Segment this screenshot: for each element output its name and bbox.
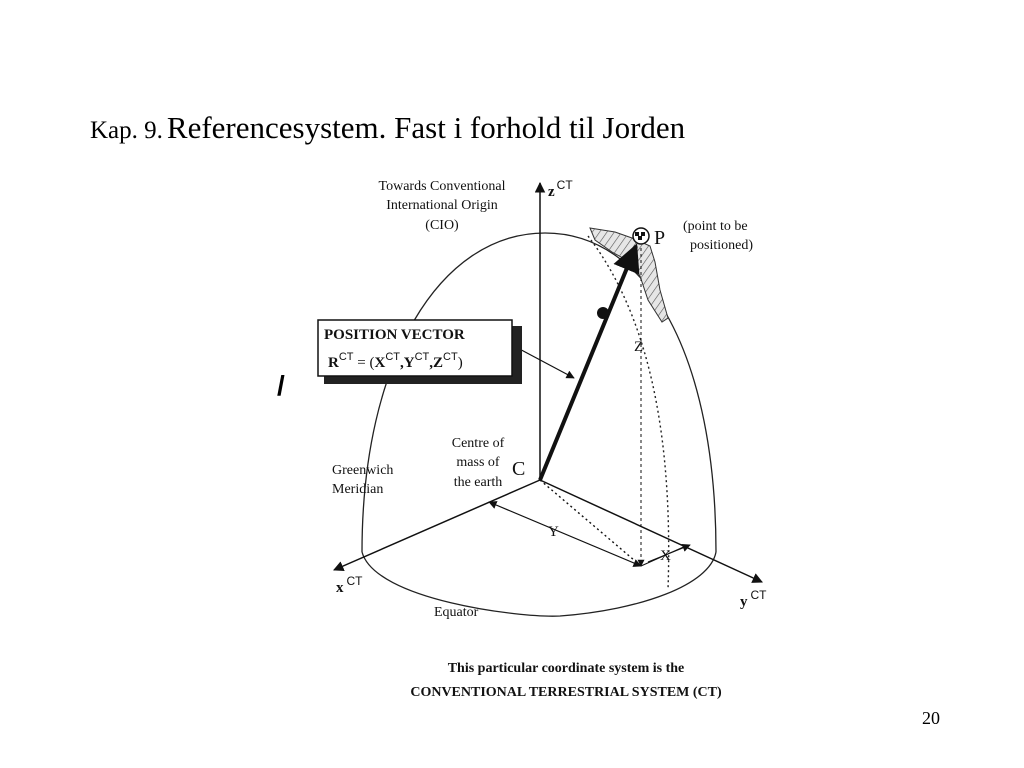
chapter-prefix: Kap. 9. bbox=[90, 117, 163, 144]
x-axis bbox=[333, 479, 541, 572]
greenwich-label-line-2: Meridian bbox=[332, 482, 383, 497]
page-number: 20 bbox=[922, 708, 940, 728]
point-note-line-1: (point to be bbox=[683, 219, 748, 234]
caption-line-1: This particular coordinate system is the bbox=[448, 661, 685, 676]
centre-label-line-3: the earth bbox=[454, 475, 503, 490]
position-vector bbox=[538, 243, 640, 481]
z-component-label: Z bbox=[634, 339, 643, 355]
earth-outline bbox=[361, 232, 717, 553]
y-component-label: Y bbox=[548, 524, 559, 540]
vector-box bbox=[317, 319, 513, 377]
vector-box-title: POSITION VECTOR bbox=[324, 327, 465, 343]
centre-label-line-2: mass of bbox=[456, 455, 500, 470]
equator-arc bbox=[361, 551, 717, 617]
slash-mark: / bbox=[277, 370, 285, 401]
meridian-dotted bbox=[587, 235, 670, 591]
vector-midpoint-dot bbox=[597, 307, 609, 319]
centre-label-line-1: Centre of bbox=[452, 436, 505, 451]
caption-line-2: CONVENTIONAL TERRESTRIAL SYSTEM (CT) bbox=[410, 685, 722, 700]
cio-label-line-2: International Origin bbox=[386, 198, 498, 213]
cio-label-line-3: (CIO) bbox=[425, 218, 459, 233]
c-label: C bbox=[512, 458, 525, 480]
slide-title: Kap. 9. Referencesystem. Fast i forhold … bbox=[90, 112, 685, 143]
y-axis bbox=[539, 479, 763, 583]
point-p-label: P bbox=[654, 227, 665, 249]
x-component-label: X bbox=[660, 548, 671, 564]
cio-label-line-1: Towards Conventional bbox=[379, 179, 506, 194]
vector-formula: RCT = (XCT,YCT,ZCT) bbox=[328, 351, 463, 371]
title-text: Referencesystem. Fast i forhold til Jord… bbox=[166, 110, 686, 145]
equator-label: Equator bbox=[434, 605, 479, 620]
y-dimension-arrow bbox=[488, 501, 642, 567]
x-dimension-arrow bbox=[647, 543, 691, 563]
vector-box-pointer bbox=[511, 344, 575, 379]
point-note-line-2: positioned) bbox=[690, 238, 753, 253]
projection-line-1 bbox=[539, 479, 642, 567]
greenwich-label-line-1: Greenwich bbox=[332, 463, 393, 478]
